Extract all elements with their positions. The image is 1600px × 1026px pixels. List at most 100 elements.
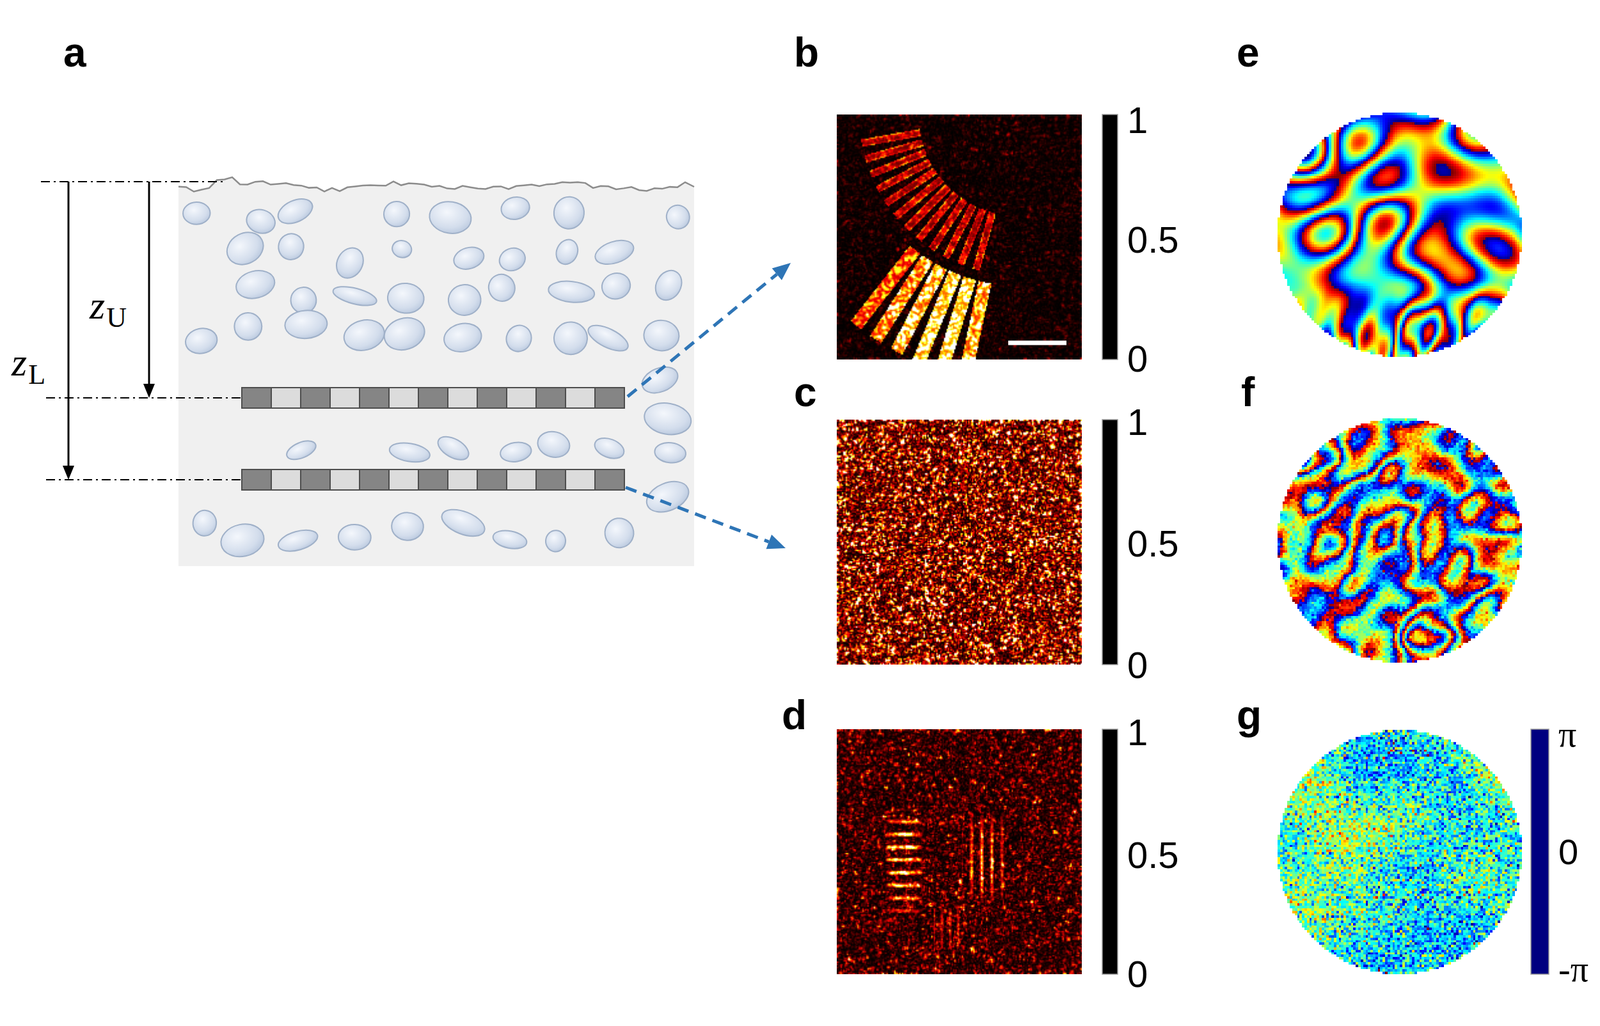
layer-segment [447, 387, 478, 409]
scatterer [546, 278, 596, 305]
scatterer [552, 321, 588, 356]
speckle-image [836, 419, 1082, 665]
colorbar [1102, 114, 1118, 360]
reference-line [46, 397, 242, 399]
colorbar-tick: 0.5 [1127, 836, 1180, 874]
colorbar-tick: 0.5 [1127, 525, 1180, 563]
scatterer [650, 266, 688, 306]
target-layer [241, 387, 625, 409]
scatterer [275, 230, 308, 263]
scatterer [387, 440, 432, 465]
depth-arrow [67, 181, 70, 469]
scatterer [584, 320, 633, 357]
layer-segment [241, 387, 272, 409]
rough-surface [178, 177, 695, 192]
arrow-head [62, 465, 75, 480]
scatterer [552, 236, 582, 268]
scatterer [234, 312, 263, 341]
arrow-head [766, 534, 786, 549]
panel-letter: b [793, 31, 819, 73]
depth-symbol: z [11, 342, 27, 382]
colorbar-tick: 0 [1558, 834, 1579, 871]
panel-letter: d [781, 694, 807, 736]
layer-segment [241, 469, 272, 491]
layer-segment [447, 469, 478, 491]
scatterer [331, 243, 369, 283]
layer-segment [271, 469, 301, 491]
scatterer [284, 436, 319, 464]
arrow-head [772, 262, 791, 281]
layer-segment [536, 387, 566, 409]
panel-letter: f [1241, 371, 1255, 413]
scatterer [289, 286, 317, 315]
scatterer [598, 269, 634, 303]
scatterer [496, 244, 529, 275]
layer-segment [594, 469, 625, 491]
scatterer [386, 282, 426, 315]
layer-segment [388, 387, 419, 409]
scatterer [284, 308, 329, 340]
panel-letter: a [63, 31, 87, 73]
panel-letter: e [1236, 31, 1260, 73]
layer-segment [477, 387, 507, 409]
scatterer [337, 523, 372, 551]
sample-body [178, 177, 695, 567]
intensity-image [836, 114, 1082, 360]
colorbar-tick: 1 [1127, 101, 1148, 139]
scatterer [545, 529, 567, 553]
scatterer [441, 319, 485, 356]
dashed-arrow [625, 487, 769, 542]
scatterer [438, 504, 489, 542]
scatterer [380, 312, 429, 355]
layer-segment [300, 387, 331, 409]
scatterer [484, 269, 520, 306]
colorbar-tick: 0 [1127, 955, 1148, 993]
scatterer [182, 325, 220, 357]
image-panels [836, 112, 1522, 975]
intensity-image [836, 729, 1082, 975]
scatterer [499, 440, 533, 464]
scatterer [491, 527, 529, 552]
colorbar-tick: 0.5 [1127, 221, 1180, 259]
layer-segment [506, 469, 537, 491]
scatterer [191, 509, 218, 537]
scatterer [218, 520, 268, 561]
layer-segment [330, 469, 360, 491]
scatterer [653, 441, 688, 465]
scatterer [390, 511, 425, 542]
phase-map [1277, 112, 1522, 357]
layer-segment [300, 469, 331, 491]
scatterer [592, 236, 638, 269]
layer-segment [359, 469, 389, 491]
scatterer [499, 194, 532, 222]
layer-segment [418, 387, 448, 409]
scatterer [232, 266, 278, 303]
scatterer [340, 316, 388, 356]
layer-segment [536, 469, 566, 491]
layer-segment [477, 469, 507, 491]
scatterer [662, 201, 694, 233]
colorbar-tick: 0 [1127, 646, 1148, 684]
scatterer [390, 238, 414, 261]
colorbars [1102, 114, 1549, 975]
colorbar-tick: 1 [1127, 713, 1148, 752]
layer-segment [271, 387, 301, 409]
colorbar [1530, 729, 1549, 975]
scatterer [451, 243, 487, 273]
layer-segment [565, 387, 595, 409]
colorbar-tick: 1 [1127, 403, 1148, 441]
scatterer [642, 319, 681, 352]
scatterer [591, 434, 627, 463]
sample-illustration [40, 177, 791, 567]
phase-map [1277, 418, 1522, 663]
layer-segment [418, 469, 448, 491]
scatterer [434, 431, 473, 465]
panel-letter: g [1236, 694, 1262, 736]
scatterer [275, 526, 320, 556]
scatterer [383, 200, 411, 228]
scale-bar [1008, 340, 1067, 346]
scatterer [603, 516, 636, 550]
arrow-head [143, 383, 155, 398]
